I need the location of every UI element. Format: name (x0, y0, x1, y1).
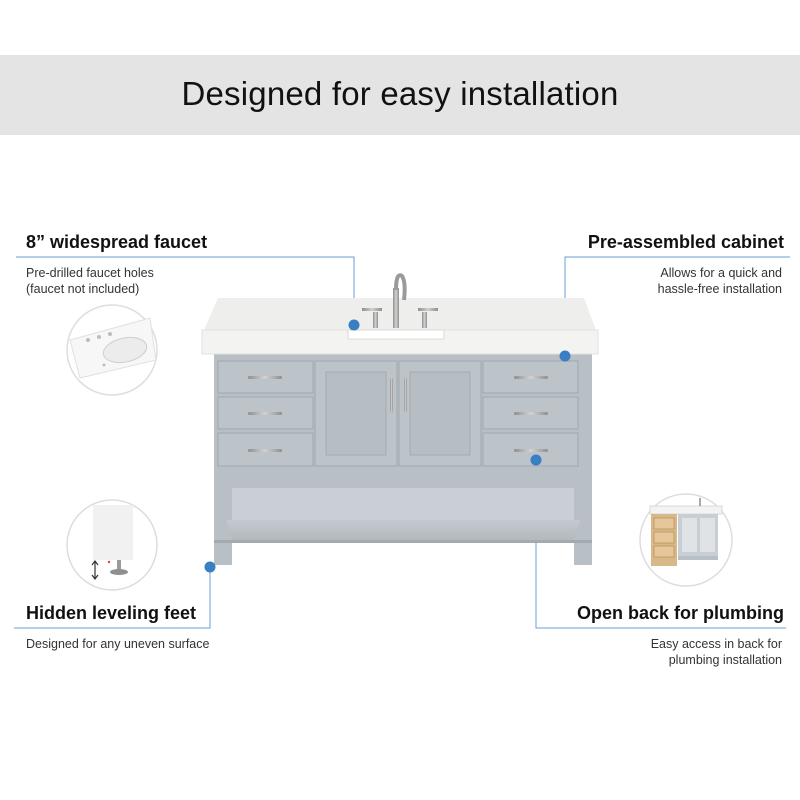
drawer-pull (514, 412, 548, 415)
back-callout-dot (530, 454, 542, 466)
drawer-pull (514, 449, 548, 452)
backsplash-top (204, 298, 596, 330)
front-leg-left (214, 470, 232, 565)
door-pull (390, 378, 393, 412)
shelf-opening (232, 488, 574, 528)
right-drawers (482, 360, 579, 467)
cabinet-desc-line-1: Allows for a quick and (660, 266, 782, 280)
feet-callout-dot (204, 561, 216, 573)
back-desc-line-2: plumbing installation (668, 653, 782, 667)
drawer-right-2 (482, 396, 579, 430)
door-right-panel (409, 371, 471, 456)
feet-feature-title: Hidden leveling feet (26, 603, 197, 623)
cabinet-desc-line-2: hassle-free installation (657, 282, 782, 296)
back-feature-title: Open back for plumbing (576, 603, 784, 623)
cabinet-feature-title: Pre-assembled cabinet (587, 232, 784, 252)
cabinet-callout-line (564, 256, 790, 355)
page-title: Designed for easy installation (181, 75, 619, 112)
faucet-desc-line-2: (faucet not included) (26, 282, 140, 296)
sink-rim (347, 329, 445, 340)
left-drawers (217, 360, 314, 467)
feet-desc-line-1: Designed for any uneven surface (26, 637, 210, 651)
drawer-pull (248, 376, 282, 379)
door-left-panel (325, 371, 387, 456)
leveling-foot-detail-icon (66, 499, 158, 591)
lower-rail (214, 470, 592, 488)
faucet-feature-title: 8” widespread faucet (26, 232, 208, 252)
header-banner: Designed for easy installation (0, 55, 800, 135)
drawer-pull (514, 376, 548, 379)
open-back-detail-icon (639, 493, 733, 587)
feet-feature-description: Designed for any uneven surface (26, 636, 209, 652)
drawer-pull (248, 412, 282, 415)
faucet-holes-detail-icon (66, 304, 158, 396)
cabinet-feature-description: Allows for a quick and hassle-free insta… (658, 265, 782, 297)
back-desc-line-1: Easy access in back for (650, 637, 782, 651)
faucet (362, 273, 438, 328)
faucet-feature-description: Pre-drilled faucet holes (faucet not inc… (26, 265, 154, 297)
back-feature-description: Easy access in back for plumbing install… (651, 636, 782, 668)
faucet-callout-dot (348, 319, 360, 331)
shelf-edge (214, 540, 592, 543)
faucet-desc-line-1: Pre-drilled faucet holes (26, 266, 154, 280)
feet-callout-line (14, 567, 211, 629)
callout-dots (204, 319, 571, 573)
door-pull (404, 378, 407, 412)
front-leg-right (574, 470, 592, 565)
drawer-pull (248, 449, 282, 452)
center-doors (314, 360, 482, 467)
bottom-shelf (226, 520, 580, 540)
cabinet-callout-dot (559, 350, 571, 362)
